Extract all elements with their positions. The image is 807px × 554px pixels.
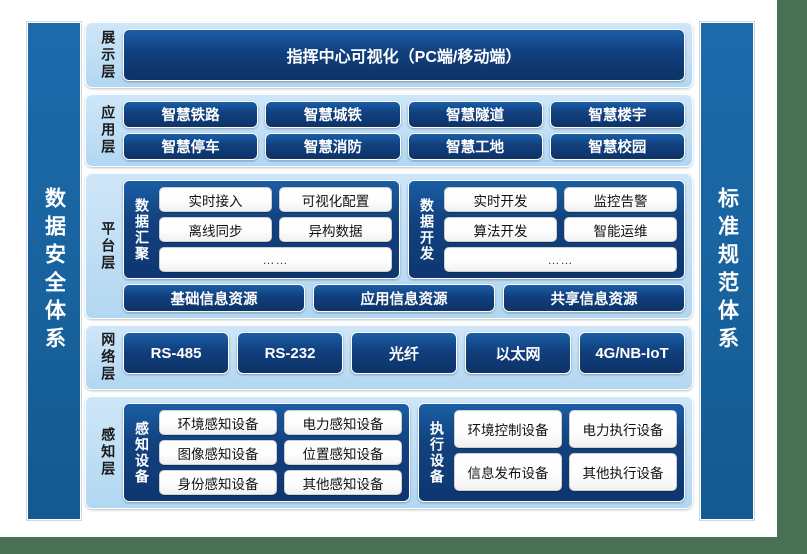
resource-basic-information[interactable]: 基础信息资源 (123, 284, 305, 312)
actuating-row-1: 环境控制设备 电力执行设备 (454, 410, 677, 448)
aggregation-item-heterogeneous-data[interactable]: 异构数据 (279, 217, 392, 242)
layer-display-label: 展示层 (93, 29, 123, 81)
network-item-ethernet[interactable]: 以太网 (465, 332, 571, 374)
sensing-item-environment[interactable]: 环境感知设备 (159, 410, 278, 435)
group-actuating-devices: 执行设备 环境控制设备 电力执行设备 信息发布设备 其他执行设备 (418, 403, 685, 502)
development-row-1: 实时开发 监控告警 (444, 187, 677, 212)
development-item-realtime-dev[interactable]: 实时开发 (444, 187, 557, 212)
sensing-row-2: 图像感知设备 位置感知设备 (159, 440, 403, 465)
pillar-right-label: 标准规范体系 (715, 187, 739, 355)
actuating-item-power-execution[interactable]: 电力执行设备 (569, 410, 677, 448)
layer-platform-label: 平台层 (93, 180, 123, 312)
display-banner[interactable]: 指挥中心可视化（PC端/移动端） (123, 29, 685, 81)
layer-application-label: 应用层 (93, 101, 123, 160)
development-item-more[interactable]: …… (444, 247, 677, 272)
sensing-item-power[interactable]: 电力感知设备 (284, 410, 403, 435)
diagram-canvas: 数据安全体系 标准规范体系 展示层 指挥中心可视化（PC端/移动端） 应用层 智… (0, 0, 777, 537)
pillar-left-label: 数据安全体系 (42, 187, 66, 355)
development-item-algorithm-dev[interactable]: 算法开发 (444, 217, 557, 242)
group-data-aggregation-label: 数据汇聚 (131, 187, 153, 272)
group-data-development-label: 数据开发 (416, 187, 438, 272)
layer-perception-label: 感知层 (93, 403, 123, 502)
layer-display-body: 指挥中心可视化（PC端/移动端） (123, 29, 685, 81)
layer-display: 展示层 指挥中心可视化（PC端/移动端） (85, 22, 693, 88)
resource-application-information[interactable]: 应用信息资源 (313, 284, 495, 312)
application-row-1: 智慧铁路 智慧城铁 智慧隧道 智慧楼宇 (123, 101, 685, 128)
app-item-smart-railway[interactable]: 智慧铁路 (123, 101, 259, 128)
network-item-rs232[interactable]: RS-232 (237, 332, 343, 374)
group-data-aggregation: 数据汇聚 实时接入 可视化配置 离线同步 异构数据 (123, 180, 400, 279)
pillar-data-security: 数据安全体系 (27, 22, 81, 520)
layer-application-label-text: 应用层 (100, 105, 117, 156)
actuating-row-2: 信息发布设备 其他执行设备 (454, 453, 677, 491)
layer-display-label-text: 展示层 (100, 29, 117, 81)
layer-network: 网络层 RS-485 RS-232 光纤 以太网 4G/NB-IoT (85, 325, 693, 390)
development-row-3: …… (444, 247, 677, 272)
sensing-item-position[interactable]: 位置感知设备 (284, 440, 403, 465)
app-item-smart-construction[interactable]: 智慧工地 (407, 133, 543, 160)
network-items: RS-485 RS-232 光纤 以太网 4G/NB-IoT (123, 332, 685, 374)
aggregation-item-realtime-ingest[interactable]: 实时接入 (159, 187, 272, 212)
layer-perception: 感知层 感知设备 环境感知设备 电力感知设备 (85, 396, 693, 509)
group-sensing-devices: 感知设备 环境感知设备 电力感知设备 图像感知设备 位置感知设备 (123, 403, 411, 502)
layer-network-body: RS-485 RS-232 光纤 以太网 4G/NB-IoT (123, 332, 685, 383)
layer-perception-label-text: 感知层 (100, 427, 117, 478)
aggregation-row-3: …… (159, 247, 392, 272)
app-item-smart-firefighting[interactable]: 智慧消防 (265, 133, 401, 160)
resource-shared-information[interactable]: 共享信息资源 (503, 284, 685, 312)
group-actuating-devices-grid: 环境控制设备 电力执行设备 信息发布设备 其他执行设备 (454, 410, 677, 495)
group-data-aggregation-label-text: 数据汇聚 (134, 197, 150, 262)
app-item-smart-campus[interactable]: 智慧校园 (549, 133, 685, 160)
layer-stack: 展示层 指挥中心可视化（PC端/移动端） 应用层 智慧铁路 智慧城铁 智慧隧道 … (85, 22, 693, 515)
development-row-2: 算法开发 智能运维 (444, 217, 677, 242)
group-sensing-devices-label-text: 感知设备 (134, 420, 150, 485)
layer-network-label: 网络层 (93, 332, 123, 383)
pillar-standards: 标准规范体系 (700, 22, 754, 520)
app-item-smart-tunnel[interactable]: 智慧隧道 (407, 101, 543, 128)
aggregation-row-2: 离线同步 异构数据 (159, 217, 392, 242)
group-actuating-devices-label-text: 执行设备 (429, 420, 446, 485)
app-item-smart-metro[interactable]: 智慧城铁 (265, 101, 401, 128)
sensing-row-1: 环境感知设备 电力感知设备 (159, 410, 403, 435)
actuating-item-environment-control[interactable]: 环境控制设备 (454, 410, 563, 448)
aggregation-row-1: 实时接入 可视化配置 (159, 187, 392, 212)
group-data-development-grid: 实时开发 监控告警 算法开发 智能运维 …… (444, 187, 677, 272)
group-data-aggregation-grid: 实时接入 可视化配置 离线同步 异构数据 …… (159, 187, 392, 272)
aggregation-item-more[interactable]: …… (159, 247, 392, 272)
development-item-monitoring-alarm[interactable]: 监控告警 (564, 187, 677, 212)
layer-platform: 平台层 数据汇聚 实时接入 可视化配置 (85, 173, 693, 319)
group-sensing-devices-grid: 环境感知设备 电力感知设备 图像感知设备 位置感知设备 身份感知设备 其他感知设… (159, 410, 403, 495)
platform-resources: 基础信息资源 应用信息资源 共享信息资源 (123, 284, 685, 312)
application-row-2: 智慧停车 智慧消防 智慧工地 智慧校园 (123, 133, 685, 160)
layer-platform-body: 数据汇聚 实时接入 可视化配置 离线同步 异构数据 (123, 180, 685, 312)
group-data-development-label-text: 数据开发 (419, 197, 435, 262)
aggregation-item-offline-sync[interactable]: 离线同步 (159, 217, 272, 242)
layer-application: 应用层 智慧铁路 智慧城铁 智慧隧道 智慧楼宇 智慧停车 智慧消防 智慧工地 智… (85, 94, 693, 167)
actuating-item-information-release[interactable]: 信息发布设备 (454, 453, 563, 491)
layer-platform-label-text: 平台层 (100, 220, 117, 272)
group-sensing-devices-label: 感知设备 (131, 410, 153, 495)
sensing-item-image[interactable]: 图像感知设备 (159, 440, 278, 465)
platform-groups: 数据汇聚 实时接入 可视化配置 离线同步 异构数据 (123, 180, 685, 279)
app-item-smart-building[interactable]: 智慧楼宇 (549, 101, 685, 128)
sensing-row-3: 身份感知设备 其他感知设备 (159, 470, 403, 495)
network-item-rs485[interactable]: RS-485 (123, 332, 229, 374)
development-item-intelligent-ops[interactable]: 智能运维 (564, 217, 677, 242)
perception-groups: 感知设备 环境感知设备 电力感知设备 图像感知设备 位置感知设备 (123, 403, 685, 502)
network-item-fiber[interactable]: 光纤 (351, 332, 457, 374)
app-item-smart-parking[interactable]: 智慧停车 (123, 133, 259, 160)
layer-network-label-text: 网络层 (100, 332, 117, 383)
layer-application-body: 智慧铁路 智慧城铁 智慧隧道 智慧楼宇 智慧停车 智慧消防 智慧工地 智慧校园 (123, 101, 685, 160)
aggregation-item-visual-config[interactable]: 可视化配置 (279, 187, 392, 212)
sensing-item-other[interactable]: 其他感知设备 (284, 470, 403, 495)
layer-perception-body: 感知设备 环境感知设备 电力感知设备 图像感知设备 位置感知设备 (123, 403, 685, 502)
group-actuating-devices-label: 执行设备 (426, 410, 448, 495)
network-item-4g-nbiot[interactable]: 4G/NB-IoT (579, 332, 685, 374)
group-data-development: 数据开发 实时开发 监控告警 算法开发 智能运维 (408, 180, 685, 279)
actuating-item-other[interactable]: 其他执行设备 (569, 453, 677, 491)
sensing-item-identity[interactable]: 身份感知设备 (159, 470, 278, 495)
